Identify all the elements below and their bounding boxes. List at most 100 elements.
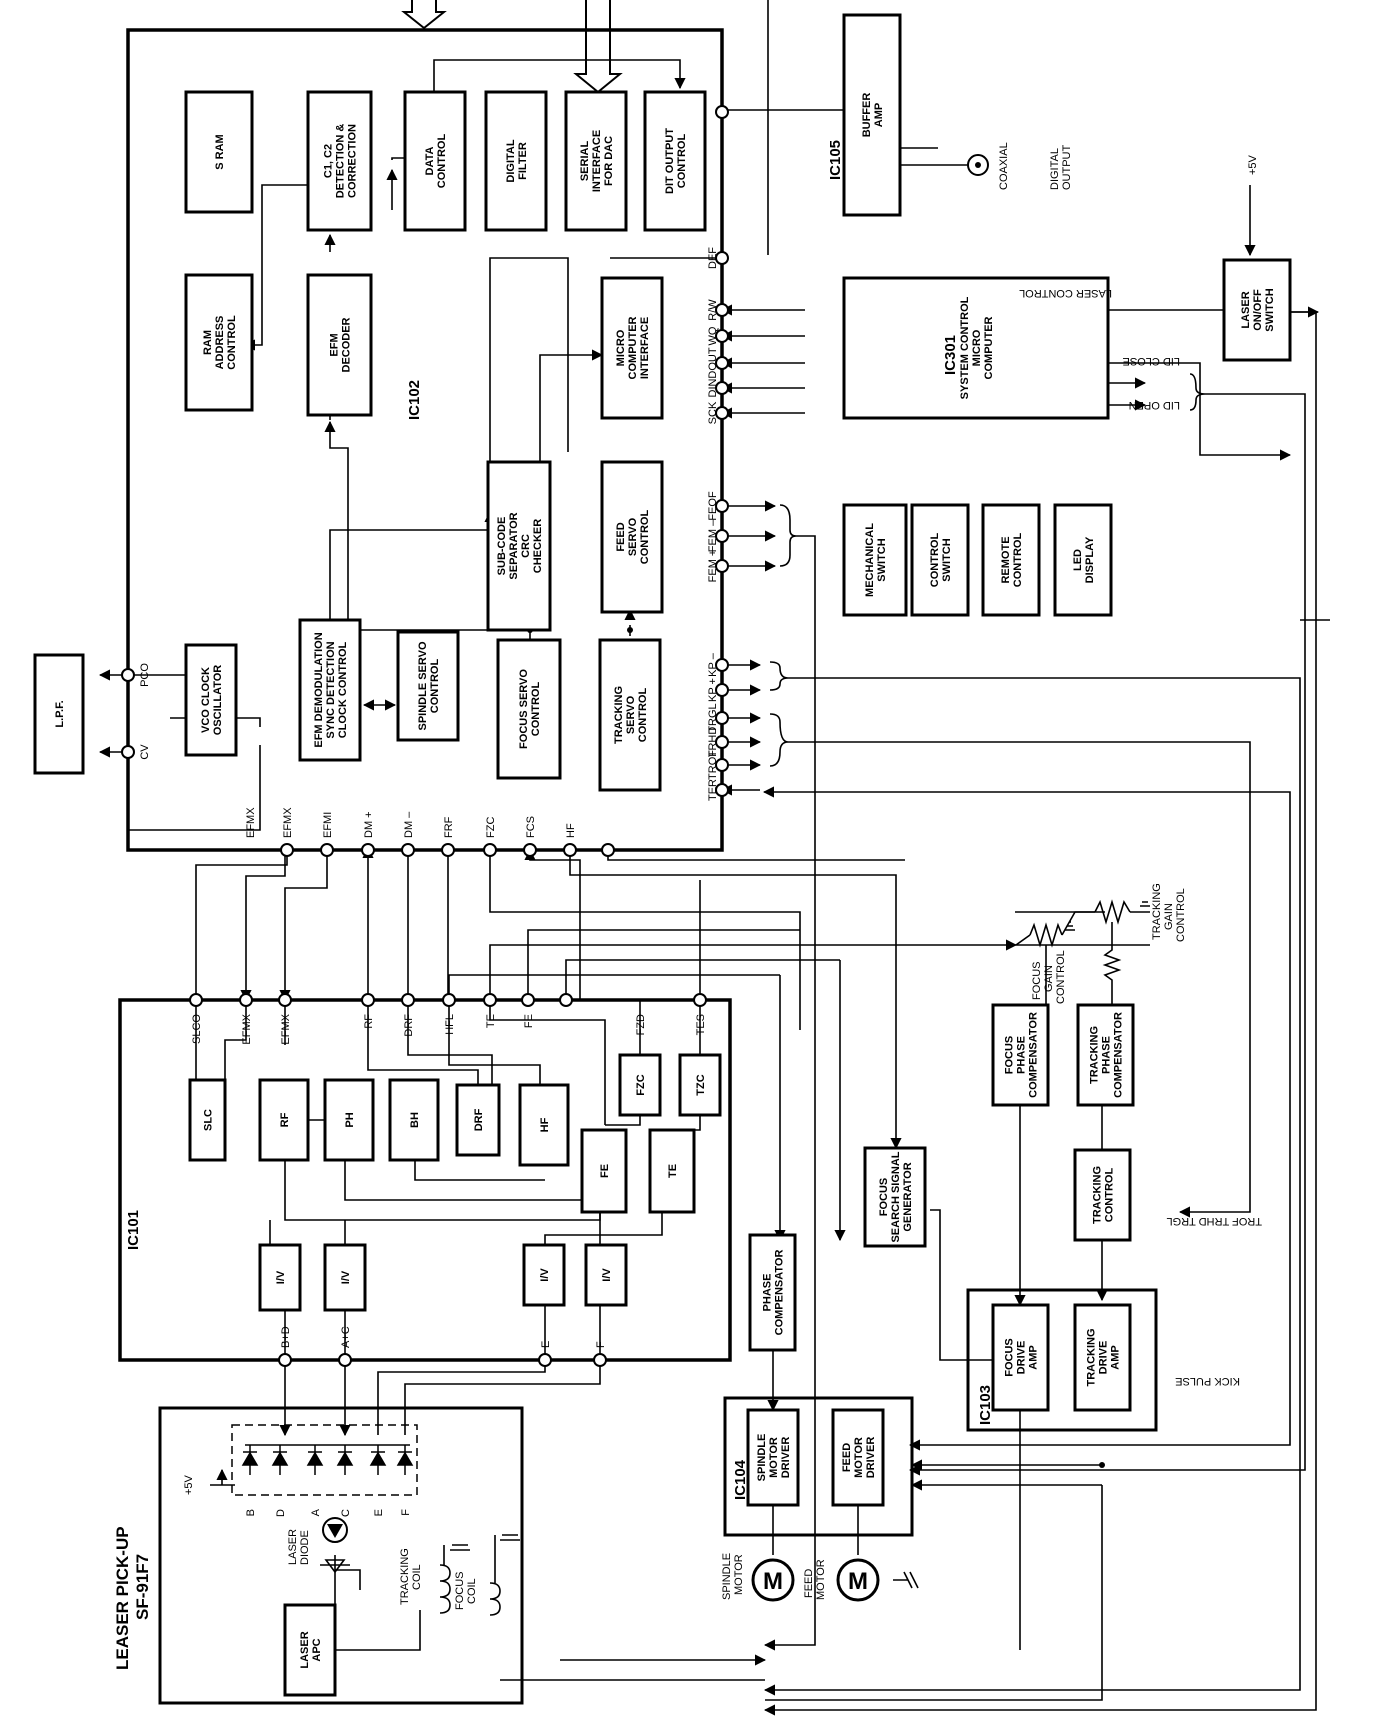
dit-label: CONTROL — [676, 134, 688, 189]
trof-label: TROF TRHD TRGL — [1166, 1215, 1262, 1227]
ram-addr-box — [184, 273, 254, 412]
vco-label: OSCILLATOR — [212, 665, 224, 736]
pin-label-ic102-right-track: TER — [707, 779, 719, 801]
digital-output-2: OUTPUT — [1061, 145, 1073, 191]
focus-gain-1: FOCUS — [1031, 962, 1043, 1001]
pin-label-ic102-right-track: KP + — [707, 678, 719, 702]
pin-label-ic102-left: CV — [139, 744, 151, 760]
focus-search-label: SEARCH SIGNAL — [890, 1151, 902, 1242]
focus-search-label: FOCUS — [878, 1178, 890, 1217]
photodiode-array — [231, 1424, 418, 1496]
focus-servo-label: CONTROL — [530, 682, 542, 737]
focus-phase-label: FOCUS — [1004, 1036, 1016, 1075]
pin-label-ic101-bottom: B+D — [280, 1326, 292, 1348]
tzc-box — [678, 1053, 722, 1117]
pin-label-ic102-right-feed: FEM – — [707, 519, 719, 552]
bh-block: BH — [388, 1078, 440, 1162]
spindle-drv-label: SPINDLE — [756, 1434, 768, 1482]
laser-diode-symbol — [320, 1517, 350, 1574]
pin-label-ic102-right-track: TROF — [707, 750, 719, 780]
lpf-block: L.P.F. — [33, 653, 85, 775]
serial-dac-label: FOR DAC — [603, 136, 615, 186]
sram-label: S RAM — [214, 134, 226, 169]
focus-search-label: GENERATOR — [902, 1162, 914, 1231]
drf-block: DRF — [455, 1083, 501, 1157]
pin-label-ic102-bottom: DM + — [363, 811, 375, 838]
iv1-label: I/V — [275, 1270, 287, 1284]
focus-coil-1: FOCUS — [454, 1572, 466, 1611]
track-ctrl-label: TRACKING — [1092, 1166, 1104, 1224]
led-label: LED — [1072, 549, 1084, 571]
led-label: DISPLAY — [1084, 536, 1096, 583]
pin-label-diodes: F — [400, 1509, 412, 1516]
feed-drv-label: DRIVER — [865, 1437, 877, 1479]
mech-sw-label: SWITCH — [876, 538, 888, 581]
pin-label-ic101-top: FE — [523, 1014, 535, 1028]
fe-label: FE — [599, 1164, 611, 1178]
gain-resistors — [1015, 899, 1150, 1005]
tracking-servo-label: SERVO — [625, 695, 637, 734]
pin-label-ic102-bottom: EFMX — [282, 807, 294, 838]
serial-dac-label: SERIAL — [579, 141, 591, 182]
pin-label-ic102-right-mcu: SCK — [707, 401, 719, 424]
ic301-label: MICRO — [971, 329, 983, 366]
ic103-label: IC103 — [977, 1385, 994, 1425]
ph-label: PH — [344, 1112, 356, 1127]
slc-label: SLC — [203, 1109, 215, 1131]
ic301-label: SYSTEM CONTROL — [959, 296, 971, 399]
focus-gain-2: GAIN — [1043, 965, 1055, 992]
spindle-drv-label: DRIVER — [780, 1437, 792, 1479]
focus-coil-2: COIL — [466, 1578, 478, 1604]
micro-if-label: INTERFACE — [639, 317, 651, 379]
phase-comp-label: COMPENSATOR — [774, 1250, 786, 1336]
buffer-label: BUFFER — [861, 93, 873, 138]
ic104-label: IC104 — [732, 1459, 749, 1500]
ic102-pins — [121, 105, 729, 857]
c1c2-box — [306, 90, 373, 232]
ic301-label: COMPUTER — [983, 316, 995, 379]
laser-control-label: LASER CONTROL — [1019, 287, 1112, 299]
efm-demod-label: SYNC DETECTION — [325, 641, 337, 738]
feed-servo-label: SERVO — [627, 517, 639, 556]
feed-motor-1: FEED — [803, 1569, 815, 1598]
fzc-block: FZC — [618, 1053, 662, 1117]
top-bus-arrow-left — [401, 0, 447, 30]
hf-block: HF — [518, 1083, 570, 1167]
kick-pulse-label: KICK PULSE — [1175, 1375, 1240, 1387]
pickup-outline — [158, 1406, 524, 1705]
pin-label-ic102-bottom: FRF — [443, 816, 455, 838]
track-phase-label: TRACKING — [1089, 1026, 1101, 1084]
pin-label-ic101-top: FZD — [635, 1014, 647, 1035]
feed-motor-2: MOTOR — [815, 1559, 827, 1600]
focus-drive-label: DRIVE — [1016, 1341, 1028, 1375]
tzc-block: TZC — [678, 1053, 722, 1117]
dig-filter-label: DIGITAL — [505, 139, 517, 182]
pin-label-ic101-top: HFL — [444, 1014, 456, 1035]
pin-label-ic101-top: DRF — [403, 1014, 415, 1037]
pin-label-ic101-top: SLCO — [191, 1014, 203, 1044]
remote-box — [981, 503, 1041, 617]
subcode-label: SEPARATOR — [508, 512, 520, 579]
photodiode-d — [271, 1445, 289, 1475]
efm-dec-label: EFM — [329, 333, 341, 356]
vco-label: VCO CLOCK — [200, 667, 212, 733]
track-drive-label: DRIVE — [1098, 1341, 1110, 1375]
rf-label: RF — [279, 1112, 291, 1127]
plus5v-pickup: +5V — [183, 1474, 195, 1495]
pin-label-diodes: A — [310, 1508, 322, 1516]
pin-label-ic102-bottom: HF — [565, 823, 577, 838]
